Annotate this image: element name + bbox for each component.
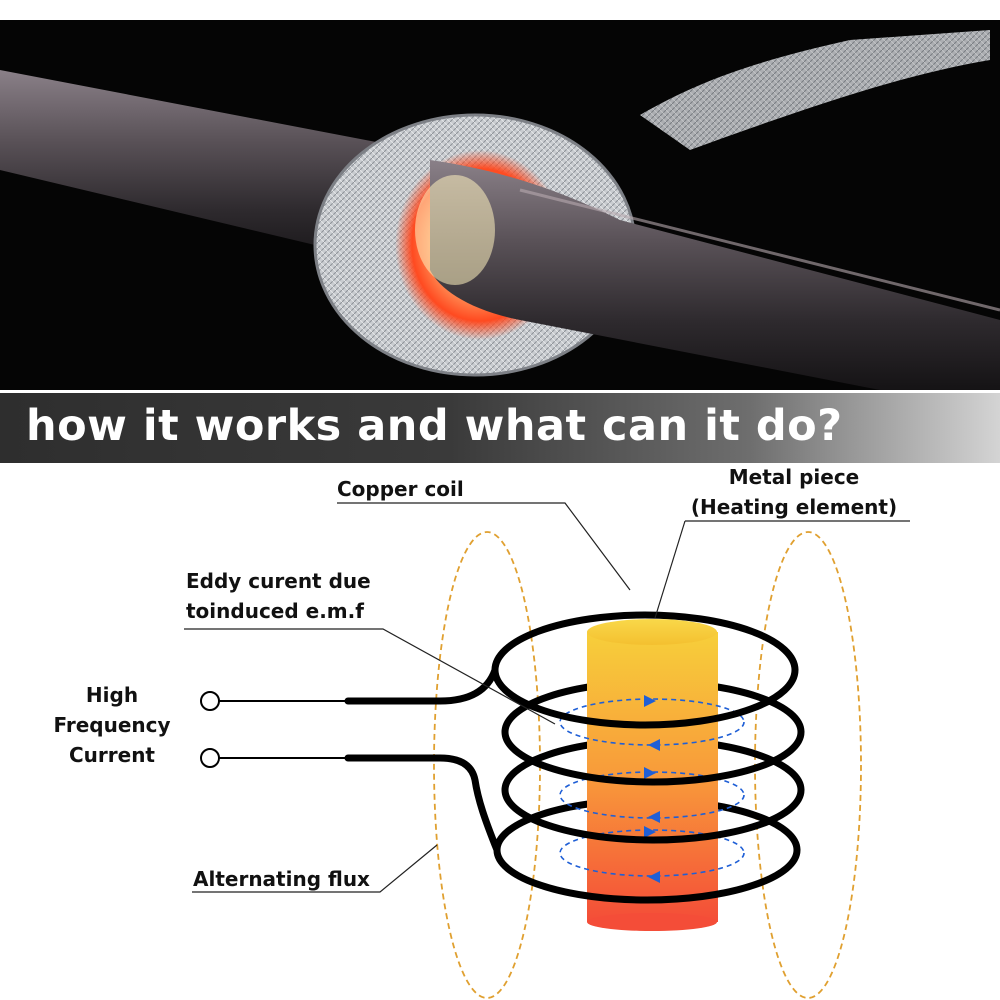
coil-lead-wires xyxy=(640,30,990,150)
metal-piece-label: Metal piece xyxy=(729,465,860,489)
terminal-2 xyxy=(200,748,220,768)
induction-heating-photo xyxy=(0,20,1000,390)
section-banner: how it works and what can it do? xyxy=(0,393,1000,463)
alternating-flux-label: Alternating flux xyxy=(193,867,370,891)
copper-coil-label: Copper coil xyxy=(337,477,464,501)
label-leader-lines xyxy=(184,502,910,893)
metal-piece-cylinder xyxy=(587,619,718,931)
high-frequency-label-line1: High xyxy=(86,683,138,707)
eddy-current-label: Eddy curent due xyxy=(186,569,371,593)
eddy-current-sublabel: toinduced e.m.f xyxy=(186,599,364,623)
terminal-1 xyxy=(200,691,220,711)
induction-heating-diagram: Copper coil Metal piece (Heating element… xyxy=(53,465,910,999)
high-frequency-label-line2: Frequency xyxy=(53,713,170,737)
eddy-current-loops xyxy=(559,698,745,877)
high-frequency-label-line3: Current xyxy=(69,743,155,767)
coil-leads-thin xyxy=(219,700,348,759)
steel-rod-front xyxy=(430,160,1000,390)
copper-coil xyxy=(344,666,805,904)
metal-piece-sublabel: (Heating element) xyxy=(691,495,897,519)
eddy-current-arrows xyxy=(644,695,660,883)
banner-title: how it works and what can it do? xyxy=(26,401,843,451)
